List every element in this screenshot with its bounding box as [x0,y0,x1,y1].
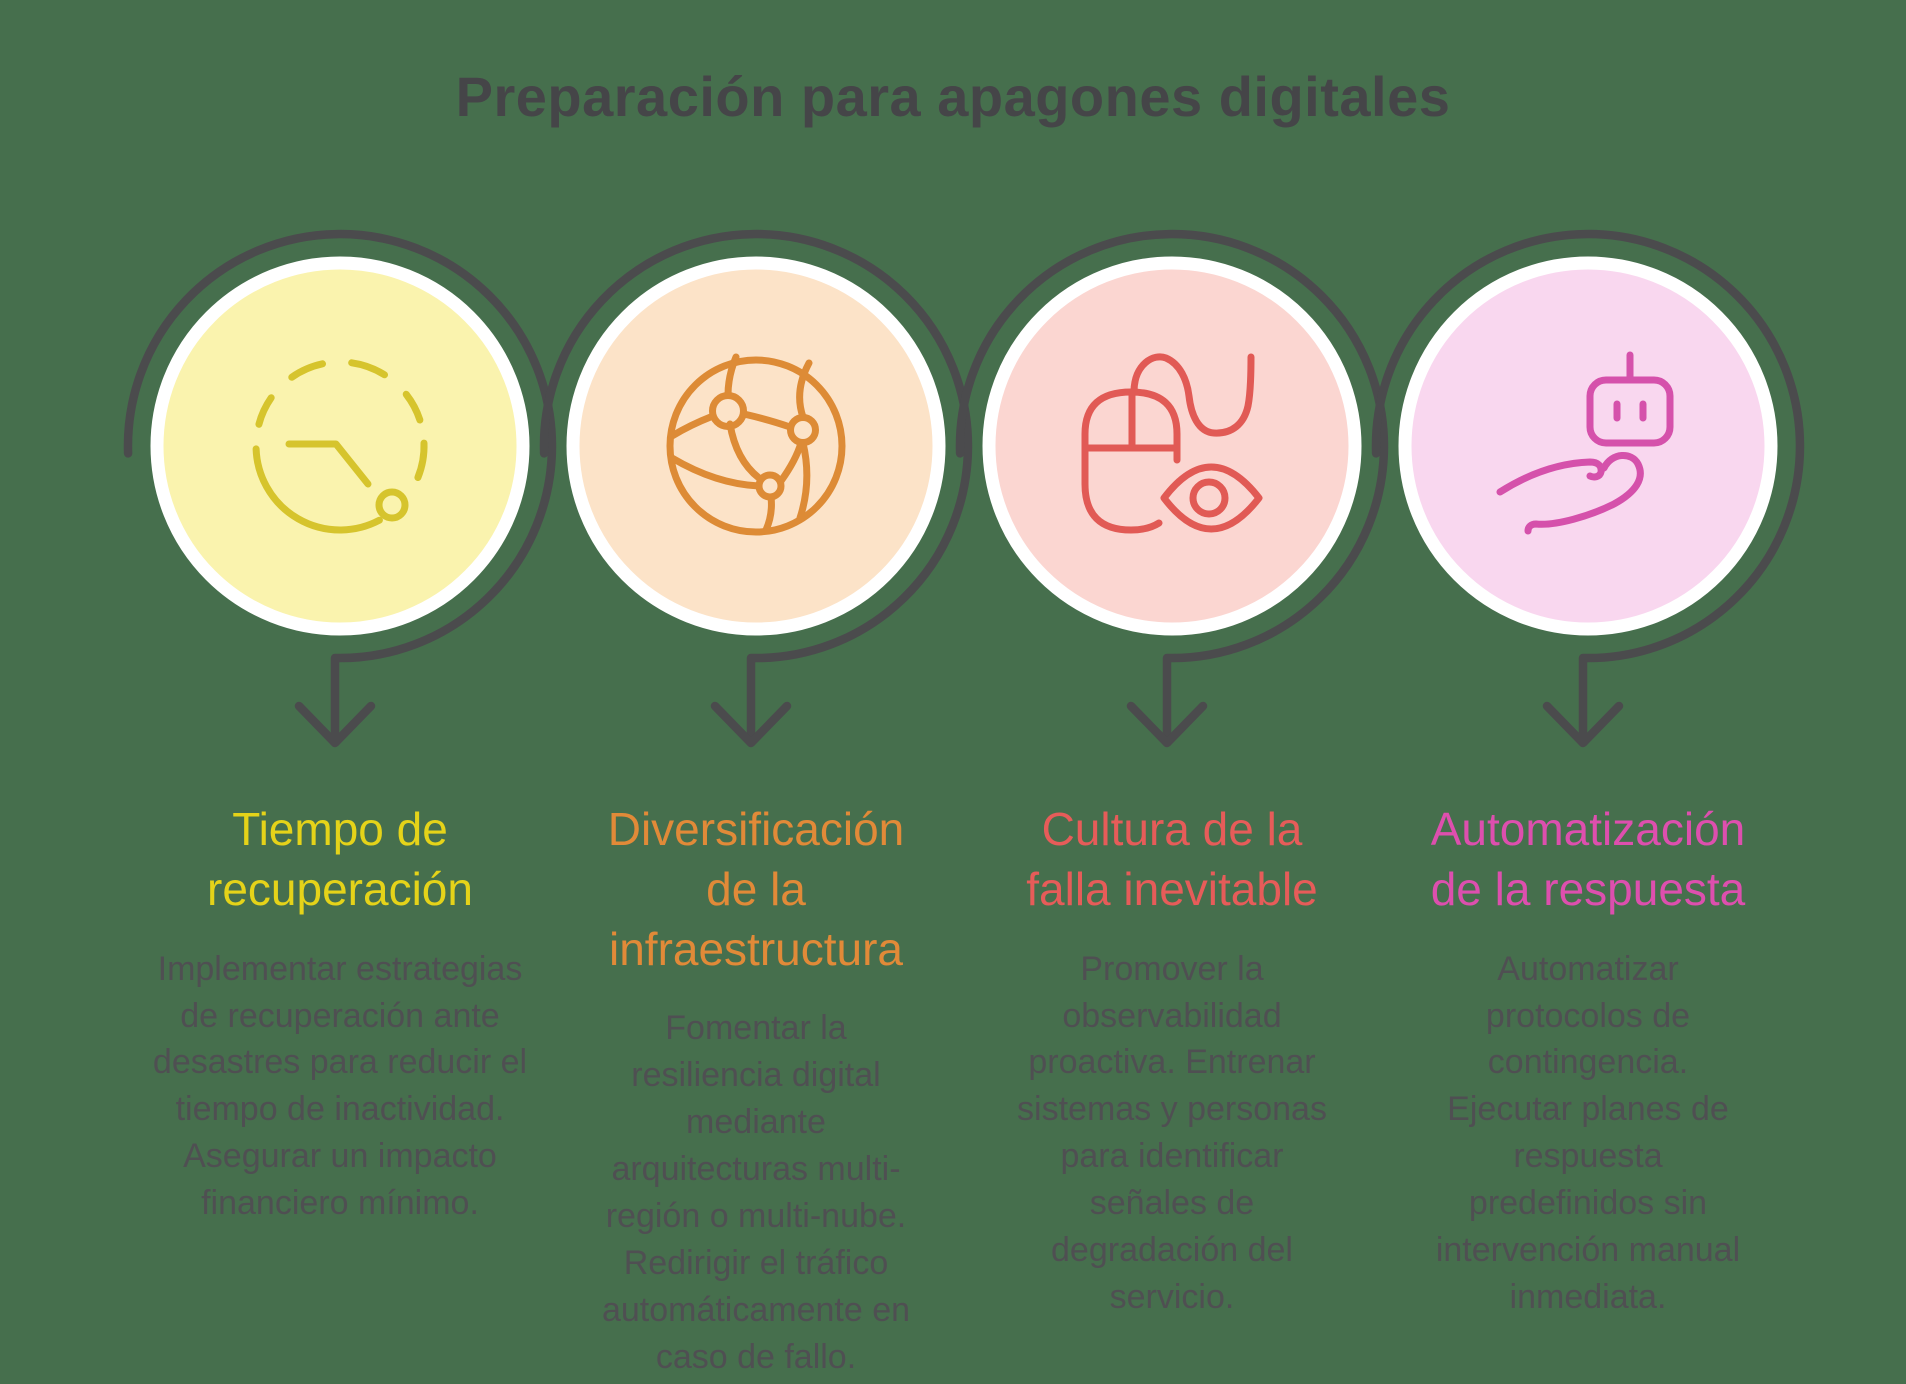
clock-icon [252,359,428,534]
step-heading: Diversificación de la infraestructura [607,803,905,975]
arc-arrow [539,229,973,748]
robot-hand-icon [1496,351,1674,535]
arc-arrow [123,229,557,748]
step-description: Promover la observabilidad proactiva. En… [1017,949,1327,1316]
step-heading: Tiempo de recuperación [207,803,473,915]
step-description: Fomentar la resiliencia digital mediante… [601,1009,911,1376]
arc-arrow [955,229,1389,748]
step-circle [566,256,946,636]
page-title: Preparación para apagones digitales [455,65,1451,128]
mouse-eye-icon [1081,353,1263,534]
step-art [1371,229,1805,748]
globe-network-icon [666,353,846,536]
step-art [123,229,557,748]
step-description: Automatizar protocolos de contingencia. … [1435,949,1741,1316]
step-circle [1398,256,1778,636]
step-column-failure-culture: Cultura de la falla inevitable Promover … [955,0,1389,1321]
step-heading: Automatización de la respuesta [1430,803,1746,915]
arc-arrow [1371,229,1805,748]
step-heading: Cultura de la falla inevitable [1026,803,1318,915]
step-column-response-automation: Automatización de la respuesta Automatiz… [1371,0,1805,1321]
step-art [539,229,973,748]
step-description: Implementar estrategias de recuperación … [152,949,528,1223]
step-column-recovery-time: Tiempo de recuperación Implementar estra… [123,0,557,1227]
step-column-infrastructure-diversification: Diversificación de la infraestructura Fo… [539,0,973,1381]
step-art [955,229,1389,748]
